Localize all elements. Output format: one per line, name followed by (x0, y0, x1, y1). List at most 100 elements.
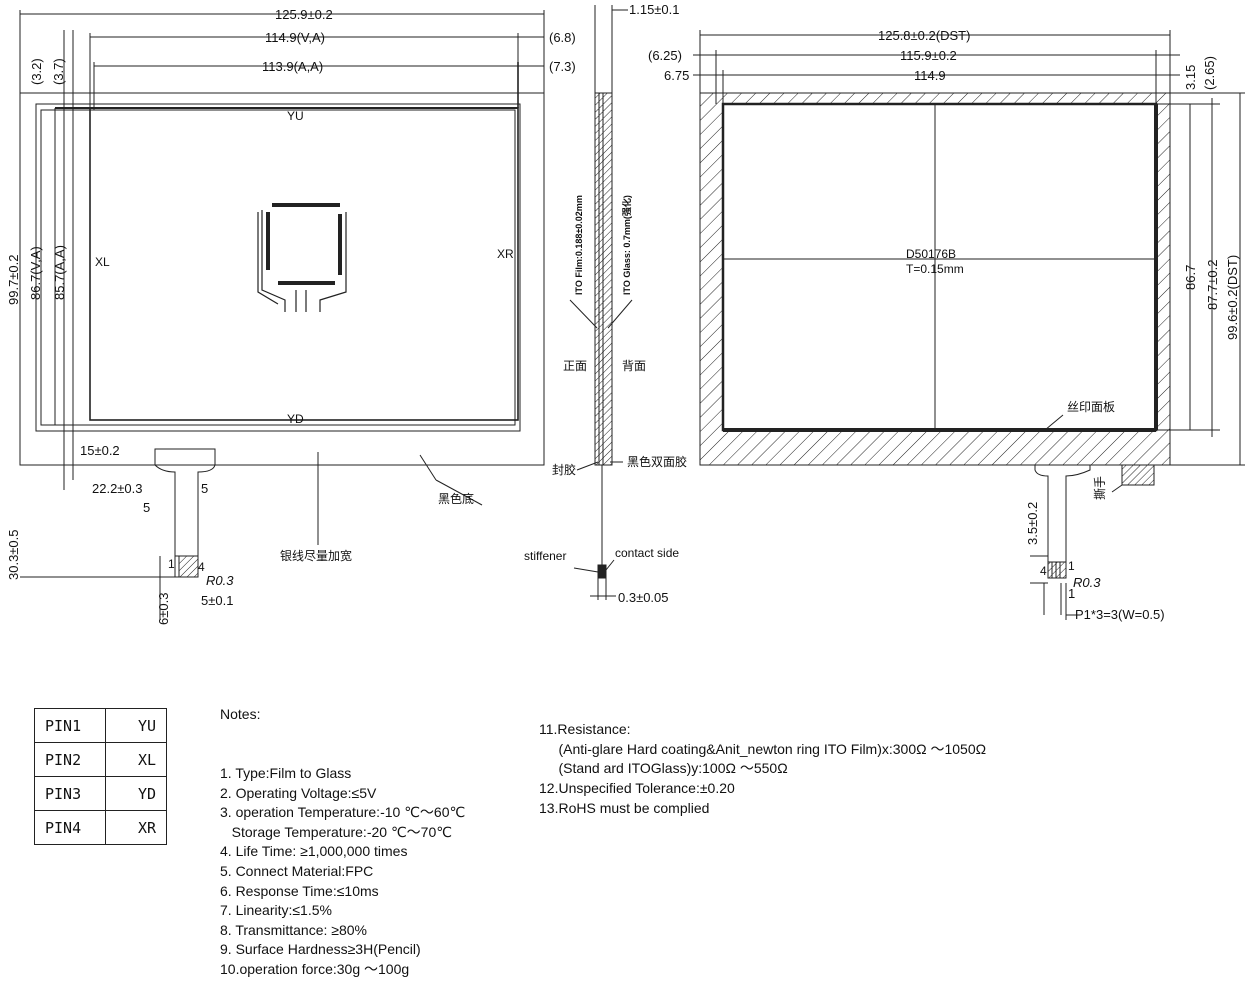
front-dim-aa-height: 85.7(A,A) (52, 245, 67, 300)
front-offset-left-1: (3.2) (29, 58, 44, 85)
back-offset-left-2: 6.75 (664, 68, 689, 83)
note-line: 1. Type:Film to Glass (220, 764, 352, 781)
back-tab-label: 撕手 (1093, 476, 1107, 500)
pin-number: PIN1 (34, 708, 106, 743)
note-line: 6. Response Time:≤10ms (220, 882, 379, 899)
silver-traces (257, 203, 347, 312)
side-film-label: ITO Film:0.188±0.02mm (574, 195, 584, 295)
side-thickness: 1.15±0.1 (629, 2, 680, 17)
note-line: Storage Temperature:-20 ℃～70℃ (220, 823, 452, 840)
electrode-yd: YD (287, 412, 304, 426)
notes-title: Notes: (220, 706, 261, 723)
back-dim-width-2: 115.9±0.2 (900, 48, 957, 63)
front-dim-aa-width: 113.9(A,A) (262, 59, 323, 74)
callout-black-base: 黑色底 (438, 491, 474, 506)
pin-number: PIN2 (34, 742, 106, 777)
note-line: 2. Operating Voltage:≤5V (220, 784, 377, 801)
pin-signal: YD (105, 776, 167, 811)
pin-signal: XL (105, 742, 167, 777)
front-dim-overall-height: 99.7±0.2 (6, 254, 21, 305)
front-outer-outline (19, 92, 545, 466)
notes-right: 11.Resistance: (Anti-glare Hard coating&… (539, 681, 986, 838)
electrode-xr: XR (497, 247, 514, 261)
back-offset-left-1: (6.25) (648, 48, 682, 63)
back-dim-height-2: 87.7±0.2 (1205, 259, 1220, 310)
notes-left: Notes: 1. Type:Film to Glass 2. Operating… (220, 666, 465, 999)
pin-number: PIN3 (34, 776, 106, 811)
notes-left-list: 1. Type:Film to Glass 2. Operating Voltag… (220, 764, 465, 980)
side-view-labels: 1.15±0.1 ITO Film:0.188±0.02mm ITO Glass… (524, 2, 687, 605)
back-fpc-tail (1034, 465, 1091, 563)
front-dim-overall-width: 125.9±0.2 (275, 7, 333, 22)
back-dim-height-3: 99.6±0.2(DST) (1225, 255, 1240, 340)
front-active-area (40, 109, 516, 426)
tail-dim-2: 22.2±0.3 (92, 481, 143, 496)
tail-dim-5: 30.3±0.5 (6, 529, 21, 580)
tail-dim-1: 15±0.2 (80, 443, 120, 458)
back-dim-height-1: 86.7 (1183, 265, 1198, 290)
note-line: 13.RoHS must be complied (539, 799, 710, 816)
technical-drawing: 125.9±0.2 114.9(V,A) 113.9(A,A) (6.8) (7… (6, 2, 1245, 625)
note-line: 10.operation force:30g ～100g (220, 960, 410, 977)
back-center-sublabel: T=0.15mm (906, 262, 964, 276)
back-dim-overall-width: 125.8±0.2(DST) (878, 28, 970, 43)
front-view (19, 10, 545, 620)
side-front-label: 正面 (563, 359, 587, 373)
front-offset-right-2: (7.3) (549, 59, 576, 74)
front-view-labels: 125.9±0.2 114.9(V,A) 113.9(A,A) (6.8) (7… (6, 7, 576, 625)
back-offset-right-1: 3.15 (1183, 65, 1198, 90)
back-tail-dim-3: 1 (1068, 586, 1075, 601)
tail-dim-3: 5 (201, 481, 208, 496)
tail-pin-4: 4 (198, 560, 205, 574)
back-tail-dim-1: 3.5±0.2 (1025, 502, 1040, 545)
back-tail-pin-4: 4 (1040, 564, 1047, 578)
front-dim-va-width: 114.9(V,A) (265, 30, 325, 45)
tail-dim-6: 6±0.3 (156, 593, 171, 625)
electrode-xl: XL (95, 255, 110, 269)
back-tail-dim-2: R0.3 (1073, 575, 1101, 590)
pin-signal: XR (105, 810, 167, 845)
note-line: 9. Surface Hardness≥3H(Pencil) (220, 941, 421, 958)
back-tail-dim-4: P1*3=3(W=0.5) (1075, 607, 1165, 622)
back-dim-width-3: 114.9 (914, 68, 946, 83)
note-line: (Stand ard ITOGlass)y:100Ω ～550Ω (539, 760, 788, 777)
tail-pin-1: 1 (168, 557, 175, 571)
side-stiffener-label: stiffener (524, 549, 566, 563)
side-tail-thickness: 0.3±0.05 (618, 590, 669, 605)
note-line: 8. Transmittance: ≥80% (220, 921, 367, 938)
note-line: 7. Linearity:≤1.5% (220, 902, 332, 919)
side-contact-label: contact side (615, 546, 679, 560)
back-print-label: 丝印面板 (1067, 400, 1115, 414)
electrode-yu: YU (287, 109, 304, 123)
front-offset-left-2: (3.7) (51, 58, 66, 85)
side-view (569, 5, 633, 600)
callout-silver-trace: 银线尽量加宽 (280, 548, 352, 563)
back-view-labels: 125.8±0.2(DST) 115.9±0.2 114.9 (6.25) 6.… (648, 28, 1240, 622)
tail-dim-7: 5±0.1 (201, 593, 233, 608)
side-glass-label: ITO Glass: 0.7mm(强化) (621, 195, 632, 295)
note-line: 3. operation Temperature:-10 ℃～60℃ (220, 804, 466, 821)
side-tape-label: 黑色双面胶 (627, 454, 687, 469)
notes-right-list: 11.Resistance: (Anti-glare Hard coating&… (539, 720, 986, 818)
note-line: 12.Unspecified Tolerance:±0.20 (539, 779, 735, 796)
side-seal-label: 封胶 (552, 462, 576, 477)
front-offset-right-1: (6.8) (549, 30, 576, 45)
back-view (693, 30, 1245, 620)
pin-number: PIN4 (34, 810, 106, 845)
back-tail-pin-1: 1 (1068, 559, 1075, 573)
back-offset-right-2: (2.65) (1202, 56, 1217, 90)
tail-dim-4: 5 (143, 500, 150, 515)
tail-dim-8: R0.3 (206, 573, 234, 588)
back-center-label: D50176B (906, 247, 956, 261)
front-dim-va-height: 86.7(V,A) (28, 246, 43, 300)
note-line: (Anti-glare Hard coating&Anit_newton rin… (539, 740, 987, 757)
note-line: 11.Resistance: (539, 721, 631, 738)
front-electrode-frame (89, 107, 519, 421)
note-line: 5. Connect Material:FPC (220, 862, 374, 879)
